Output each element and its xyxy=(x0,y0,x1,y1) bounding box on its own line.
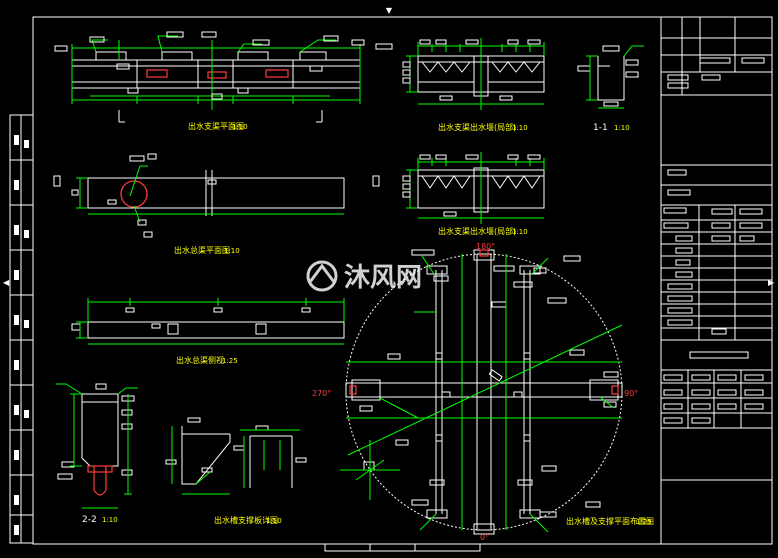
svg-text:◀: ◀ xyxy=(3,278,10,287)
watermark-text: 沐风网 xyxy=(344,263,422,293)
main-plan-scale: 1:10 xyxy=(224,247,240,255)
plan-top-scale: 1:10 xyxy=(232,123,248,131)
main-side-scale: 1:25 xyxy=(222,357,238,365)
section-22-scale: 1:10 xyxy=(102,516,118,524)
section-22-view: 2-2 1:10 xyxy=(56,383,138,525)
tank-plan-title: 出水槽及支撑平面布置图 xyxy=(566,516,654,526)
section-11-scale: 1:10 xyxy=(614,124,630,132)
tank-plan-scale: 1:25 xyxy=(636,518,652,526)
main-side-view: 出水总渠侧视 1:25 xyxy=(71,298,345,365)
tank-plan-view: 180° 270° 90° 0° 出水槽及支撑平面布置图 1:25 xyxy=(312,242,654,542)
main-plan-view: 出水总渠平面图 1:10 xyxy=(53,153,380,255)
plan-top-view: 出水支渠平面图 1:10 xyxy=(54,31,393,131)
elev-b-view: 出水支渠出水堰(局部) 1:10 xyxy=(402,152,545,236)
bracket-scale: 1:10 xyxy=(266,517,282,525)
elev-b-title: 出水支渠出水堰(局部) xyxy=(438,226,516,236)
plan-top-title: 出水支渠平面图 xyxy=(188,121,244,131)
title-block xyxy=(660,16,773,545)
main-plan-title: 出水总渠平面图 xyxy=(174,245,230,255)
section-11-title: 1-1 xyxy=(593,123,608,133)
angle-right-label: 90° xyxy=(624,389,638,398)
angle-left-label: 270° xyxy=(312,389,331,398)
bracket-title: 出水槽支撑板详图 xyxy=(214,515,278,525)
elev-a-title: 出水支渠出水堰(局部) xyxy=(438,122,516,132)
elev-a-view: 出水支渠出水堰(局部) 1:10 xyxy=(402,38,545,132)
angle-bottom-label: 0° xyxy=(480,533,489,542)
main-side-title: 出水总渠侧视 xyxy=(176,355,224,365)
svg-text:▼: ▼ xyxy=(386,6,393,15)
section-22-title: 2-2 xyxy=(82,515,97,525)
title-block-text-marks xyxy=(663,57,765,424)
angle-top-label: 180° xyxy=(476,242,495,251)
bracket-view: 出水槽支撑板详图 1:10 xyxy=(165,417,307,525)
elev-a-scale: 1:10 xyxy=(512,124,528,132)
section-11-view: 1-1 1:10 xyxy=(577,45,644,133)
watermark-logo: 沐风网 xyxy=(306,260,422,293)
elev-b-scale: 1:10 xyxy=(512,228,528,236)
